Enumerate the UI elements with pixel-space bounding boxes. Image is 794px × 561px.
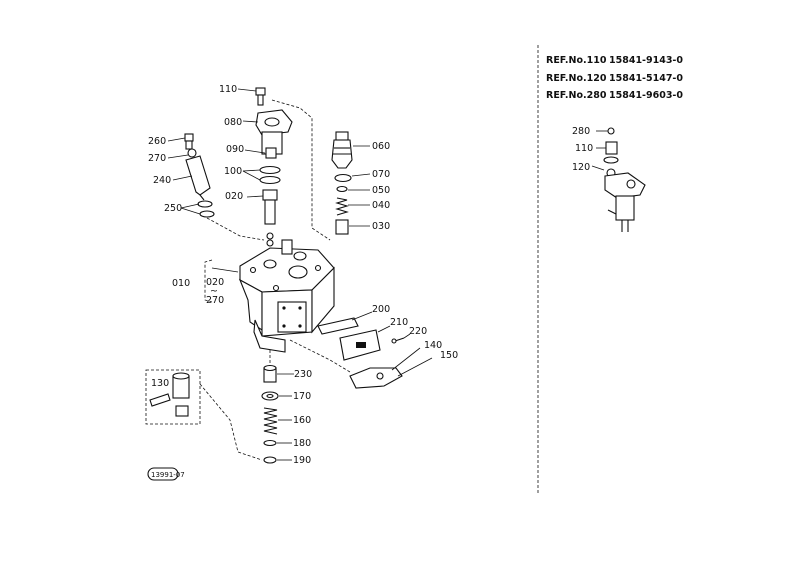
- ref-280: REF.No.280: [546, 90, 607, 101]
- callout-100: 100: [224, 166, 242, 177]
- ref-280-part: 15841-9603-0: [609, 90, 683, 101]
- part-250-washers: [180, 200, 215, 218]
- callout-230: 230: [294, 369, 312, 380]
- part-110-bolt: [237, 87, 266, 106]
- part-070-030-stack: [334, 173, 371, 235]
- callout-090: 090: [226, 144, 244, 155]
- callout-150: 150: [440, 350, 458, 361]
- callout-020: 020: [225, 191, 243, 202]
- callout-130: 130: [151, 378, 169, 389]
- part-lower-stack: [261, 350, 294, 464]
- callout-170: 170: [293, 391, 311, 402]
- stamp: 13991-07: [147, 467, 185, 481]
- part-100-orings: [242, 165, 281, 185]
- part-090-stem: [244, 147, 277, 159]
- part-140-150-lever: [289, 339, 433, 389]
- part-080-flange: [242, 109, 293, 155]
- callout-060: 060: [372, 141, 390, 152]
- callout-010-group: 010 020 ~ 270: [172, 259, 239, 306]
- ref-120: REF.No.120: [546, 73, 607, 84]
- callout-010-270: 270: [206, 295, 224, 306]
- callout-070: 070: [372, 169, 390, 180]
- callout-250: 250: [164, 203, 182, 214]
- callout-010: 010: [172, 278, 190, 289]
- inset-callout-120: 120: [572, 162, 590, 173]
- callout-210: 210: [390, 317, 408, 328]
- callout-030: 030: [372, 221, 390, 232]
- part-210-plate: [339, 325, 391, 361]
- callout-240: 240: [153, 175, 171, 186]
- part-260-270-240: [167, 133, 211, 201]
- callout-040: 040: [372, 200, 390, 211]
- ref-120-part: 15841-5147-0: [609, 73, 683, 84]
- part-010-pump-body: [238, 239, 335, 353]
- ref-list: REF.No.110 15841-9143-0 REF.No.120 15841…: [546, 55, 683, 101]
- callout-160: 160: [293, 415, 311, 426]
- callout-200: 200: [372, 304, 390, 315]
- callout-050: 050: [372, 185, 390, 196]
- part-220-screw: [391, 333, 411, 344]
- callout-220: 220: [409, 326, 427, 337]
- part-020-valve: [246, 189, 278, 247]
- ref-110: REF.No.110: [546, 55, 607, 66]
- callout-080: 080: [224, 117, 242, 128]
- callout-110: 110: [219, 84, 237, 95]
- stamp-text: 13991-07: [151, 471, 185, 479]
- guide-line-2: [206, 217, 265, 241]
- callout-190: 190: [293, 455, 311, 466]
- part-060-nozzle: [331, 131, 370, 169]
- callout-270: 270: [148, 153, 166, 164]
- part-200-plate: [317, 311, 373, 335]
- callout-260: 260: [148, 136, 166, 147]
- ref-110-part: 15841-9143-0: [609, 55, 683, 66]
- inset-assembly: 280 110 120: [572, 126, 646, 232]
- inset-callout-110: 110: [575, 143, 593, 154]
- callout-180: 180: [293, 438, 311, 449]
- inset-callout-280: 280: [572, 126, 590, 137]
- callout-010-tilde: ~: [210, 286, 218, 297]
- part-130-box: 130: [145, 369, 263, 461]
- callout-labels: 110 080 060 260 090 270 070 100 050 240 …: [148, 84, 458, 466]
- guide-line-1: [271, 99, 331, 241]
- callout-010-020: 020: [206, 277, 224, 288]
- callout-140: 140: [424, 340, 442, 351]
